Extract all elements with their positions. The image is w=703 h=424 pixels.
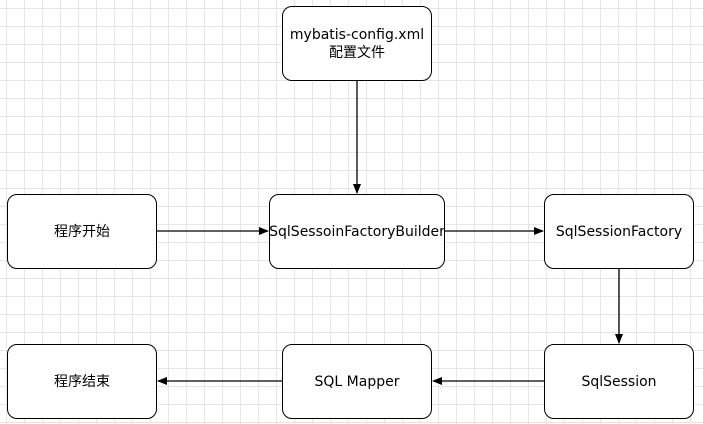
node-sqlsession-factory-builder[interactable]: SqlSessoinFactoryBuilder: [269, 194, 445, 269]
node-sql-mapper-label: SQL Mapper: [314, 373, 400, 390]
node-program-end[interactable]: 程序结束: [7, 344, 157, 419]
node-sqlsession-label: SqlSession: [581, 373, 657, 390]
node-sqlsession[interactable]: SqlSession: [544, 344, 694, 419]
node-program-start-label: 程序开始: [54, 223, 110, 240]
node-sql-mapper[interactable]: SQL Mapper: [282, 344, 432, 419]
node-mybatis-config[interactable]: mybatis-config.xml配置文件: [282, 6, 432, 81]
node-sqlsession-factory-label: SqlSessionFactory: [555, 223, 683, 240]
node-program-end-label: 程序结束: [54, 373, 110, 390]
node-sqlsession-factory[interactable]: SqlSessionFactory: [544, 194, 694, 269]
node-sqlsession-factory-builder-label: SqlSessoinFactoryBuilder: [269, 223, 445, 240]
node-mybatis-config-label: mybatis-config.xml配置文件: [289, 26, 425, 61]
node-program-start[interactable]: 程序开始: [7, 194, 157, 269]
